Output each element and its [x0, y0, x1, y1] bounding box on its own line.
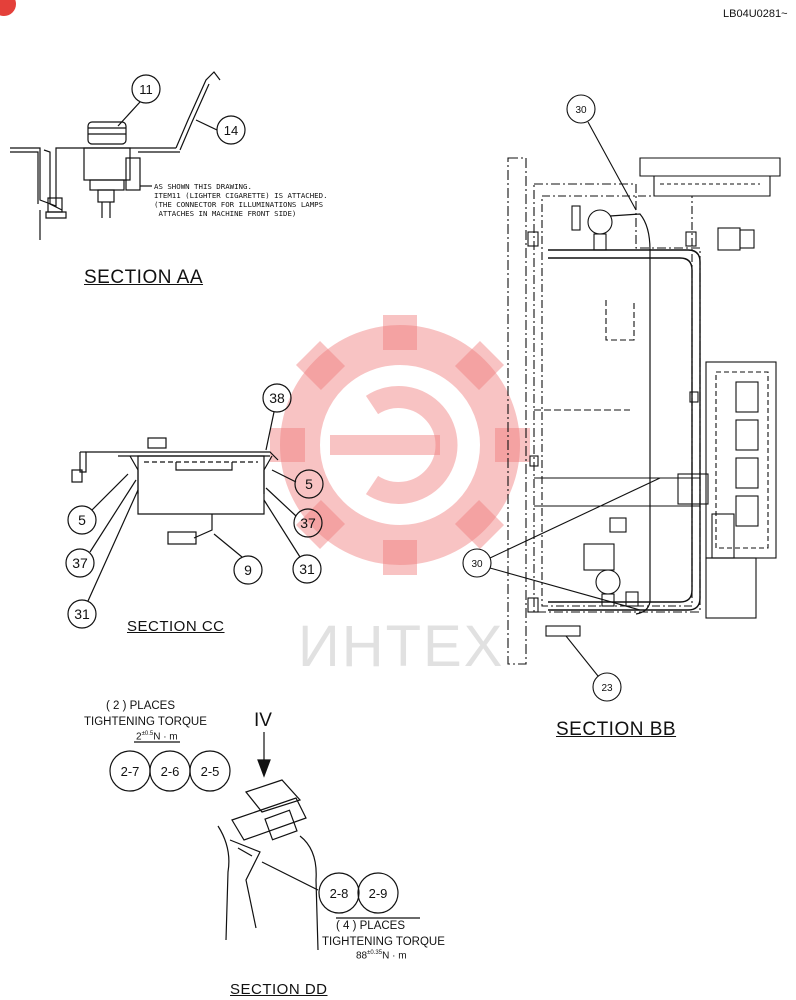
section-bb-callout-23: 23 — [601, 683, 613, 694]
section-cc-callout-37-right: 37 — [300, 515, 316, 531]
watermark-gear-icon — [270, 315, 530, 575]
section-dd-places-bottom: ( 4 ) PLACES — [336, 920, 406, 932]
section-cc-callout-38: 38 — [269, 390, 285, 406]
section-cc-callout-5-right: 5 — [305, 476, 313, 492]
document-id: LB04U0281~ — [723, 8, 788, 20]
section-dd-torque-bottom: 88±0.35N · m — [356, 950, 407, 961]
section-aa-note: AS SHOWN THIS DRAWING. ITEM11 (LIGHTER C… — [154, 182, 328, 218]
section-aa-callout-14: 14 — [224, 123, 238, 138]
corner-marker — [0, 0, 16, 16]
section-bb-callout-30-mid: 30 — [471, 559, 483, 570]
section-cc-title: SECTION CC — [127, 618, 225, 635]
section-dd-torque-top: 2±0.5N · m — [136, 731, 178, 742]
section-aa-callout-11: 11 — [139, 82, 153, 97]
torque-top-value: 2 — [136, 731, 142, 743]
section-cc-callout-5-left: 5 — [78, 512, 86, 528]
section-dd-callout-2-6: 2-6 — [161, 764, 180, 779]
torque-bottom-tol: ±0.35 — [367, 950, 383, 956]
section-dd-places-top: ( 2 ) PLACES — [106, 700, 176, 712]
section-bb-callout-30-top: 30 — [575, 105, 587, 116]
section-dd-torque-bottom-label: TIGHTENING TORQUE — [322, 936, 445, 948]
section-cc-callout-31-right: 31 — [299, 561, 315, 577]
torque-top-tol: ±0.5 — [141, 731, 154, 737]
section-dd-callout-2-7: 2-7 — [121, 764, 140, 779]
section-cc-callout-37-left: 37 — [72, 555, 88, 571]
torque-bottom-value: 88 — [356, 950, 368, 962]
torque-top-unit: N · m — [153, 731, 178, 743]
section-dd-callout-2-8: 2-8 — [330, 886, 349, 901]
section-dd-callout-2-9: 2-9 — [369, 886, 388, 901]
section-dd-callout-2-5: 2-5 — [201, 764, 220, 779]
section-dd-title: SECTION DD — [230, 981, 328, 998]
watermark-text: ИНТЕХ — [298, 614, 505, 679]
section-bb-title: SECTION BB — [556, 719, 677, 740]
section-cc-callout-9: 9 — [244, 562, 252, 578]
section-dd-view-label: IV — [254, 710, 272, 731]
section-dd-torque-top-label: TIGHTENING TORQUE — [84, 716, 207, 728]
torque-bottom-unit: N · m — [382, 950, 407, 962]
section-cc-callout-31-left: 31 — [74, 606, 90, 622]
section-aa-title: SECTION AA — [84, 267, 204, 288]
